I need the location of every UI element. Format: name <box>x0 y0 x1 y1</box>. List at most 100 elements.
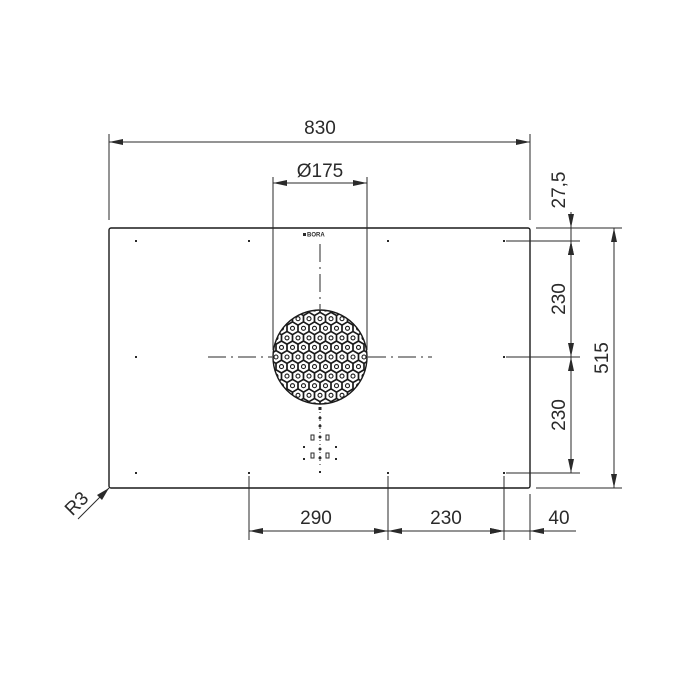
grille-cell-center <box>311 383 318 389</box>
bottom-extension-lines <box>248 476 531 540</box>
grille-cell-center <box>284 373 290 379</box>
grille-cell-center <box>306 316 312 322</box>
grille-cell-center <box>328 354 334 360</box>
grille-cell <box>336 331 348 345</box>
dimension-total-width: 830 <box>108 118 531 220</box>
grille-cell-center <box>328 316 334 322</box>
grille-cell-center <box>300 344 307 350</box>
brand-label: BORA <box>307 233 325 239</box>
grille-cell <box>363 359 367 374</box>
grille-cell-center <box>322 383 329 389</box>
grille-cell-center <box>333 364 340 370</box>
grille-cell <box>336 369 348 383</box>
right-span-label: 230 <box>430 508 462 529</box>
grille-cell-center <box>344 344 351 350</box>
grille-cell <box>281 369 293 383</box>
grille-cell-center <box>344 383 351 389</box>
grille-cell <box>330 359 343 374</box>
control-dot-column <box>318 407 322 460</box>
grille-cell <box>319 359 332 374</box>
dimension-left-span: 290 <box>249 508 388 534</box>
grille-cell-center <box>284 335 290 341</box>
grille-cell-center <box>355 364 362 370</box>
grille-cell-center <box>311 325 318 331</box>
grille-cell-center <box>344 325 351 331</box>
grille-cell <box>347 331 359 345</box>
dimension-upper-depth: 230 <box>549 241 574 357</box>
grille-cell <box>341 379 354 393</box>
grille-cell-center <box>322 364 329 370</box>
grille-cell <box>319 340 332 355</box>
grille-cell <box>330 340 343 355</box>
grille-cell <box>303 331 315 345</box>
grille-cell-center <box>317 373 323 379</box>
grille-cell-center <box>339 392 345 398</box>
grille-cell <box>273 359 277 374</box>
grille-cell-center <box>317 335 323 341</box>
grille-cell-center <box>273 354 279 360</box>
dimension-right-span: 230 <box>388 508 504 534</box>
grille-cell <box>292 369 304 383</box>
grille-cell-center <box>295 335 301 341</box>
grille-cell <box>341 359 354 374</box>
grille-cell <box>325 369 337 383</box>
grille-cell <box>314 388 326 402</box>
grille-cell-center <box>289 325 296 331</box>
grille-cell <box>325 312 337 326</box>
lower-depth-label: 230 <box>549 399 570 431</box>
left-span-label: 290 <box>300 508 332 529</box>
grille-cell-center <box>328 373 334 379</box>
edge-offset-label: 40 <box>548 508 569 529</box>
grille-cell <box>297 321 310 335</box>
grille-cell <box>275 359 288 374</box>
grille-cell <box>297 379 310 393</box>
grille-cell-center <box>300 325 307 331</box>
grille-cell-center <box>306 392 312 398</box>
grille-cell-center <box>295 373 301 379</box>
dimension-top-offset: 27,5 <box>549 172 574 257</box>
grille-cell-center <box>306 373 312 379</box>
grille-cell <box>303 388 315 402</box>
grille-cell <box>275 340 288 355</box>
grille-cell-center <box>278 364 285 370</box>
grille-cell <box>303 312 315 326</box>
dimension-edge-offset: 40 <box>488 508 576 534</box>
dimension-total-depth: 515 <box>592 228 617 488</box>
grille-cell-center <box>339 373 345 379</box>
grille-cell <box>286 340 299 355</box>
grille-cell-center <box>311 402 318 404</box>
grille-cell-center <box>350 373 356 379</box>
grille-cell-center <box>322 344 329 350</box>
grille-cell <box>286 321 299 335</box>
grille-cell <box>314 312 326 326</box>
grille-cell <box>347 369 359 383</box>
grille-cell-center <box>317 354 323 360</box>
grille-cell <box>341 321 354 335</box>
upper-depth-label: 230 <box>549 283 570 315</box>
dimension-extractor-diameter: Ø175 <box>272 161 368 350</box>
grille-cell-center <box>311 344 318 350</box>
grille-cell <box>352 340 365 355</box>
grille-cell-center <box>289 383 296 389</box>
grille-cell-center <box>344 364 351 370</box>
grille-cell-center <box>333 325 340 331</box>
grille-cell-center <box>278 344 285 350</box>
grille-cell <box>363 340 367 355</box>
grille-cell <box>325 331 337 345</box>
grille-cell <box>319 310 332 316</box>
grille-cell-center <box>328 335 334 341</box>
grille-cell-center <box>333 383 340 389</box>
grille-cell <box>330 321 343 335</box>
control-panel <box>303 407 337 473</box>
grille-cell <box>319 321 332 335</box>
grille-cell-center <box>350 335 356 341</box>
grille-cell-center <box>289 344 296 350</box>
grille-cell-center <box>300 364 307 370</box>
grille-cell <box>319 379 332 393</box>
grille-cell <box>297 340 310 355</box>
grille-cell <box>330 310 343 316</box>
grille-cell <box>308 340 321 355</box>
grille-cell-center <box>355 344 362 350</box>
grille-cell-center <box>322 402 329 404</box>
brand-logo: BORA <box>303 233 325 239</box>
